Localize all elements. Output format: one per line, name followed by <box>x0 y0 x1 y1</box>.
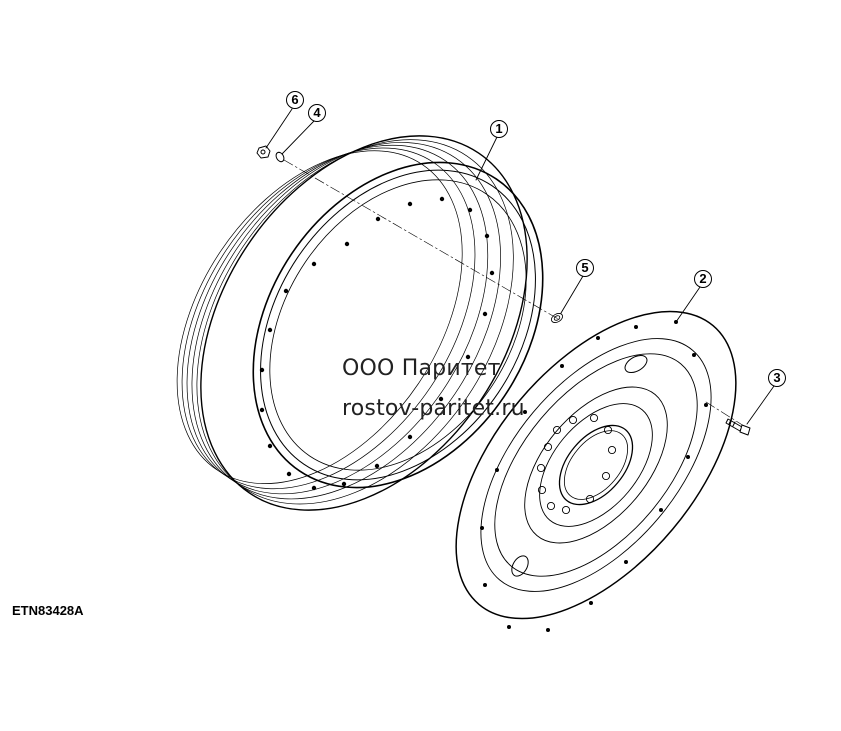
watermark-website: rostov-paritet.ru <box>342 396 525 421</box>
rim-part <box>176 135 544 511</box>
valve-part <box>551 313 563 323</box>
callout-1: 1 <box>490 120 508 138</box>
callout-3: 3 <box>768 369 786 387</box>
figure-code: ETN83428A <box>12 603 84 618</box>
nut-part <box>256 145 271 159</box>
disc-part <box>455 310 737 632</box>
leader-lines <box>265 108 775 425</box>
bolt-part <box>725 418 751 436</box>
assembly-axis-lines <box>283 159 745 427</box>
callout-4: 4 <box>308 104 326 122</box>
callout-2: 2 <box>694 270 712 288</box>
callout-5: 5 <box>576 259 594 277</box>
callout-6: 6 <box>286 91 304 109</box>
washer-part <box>275 151 285 163</box>
watermark-company: ООО Паритет <box>342 356 501 381</box>
